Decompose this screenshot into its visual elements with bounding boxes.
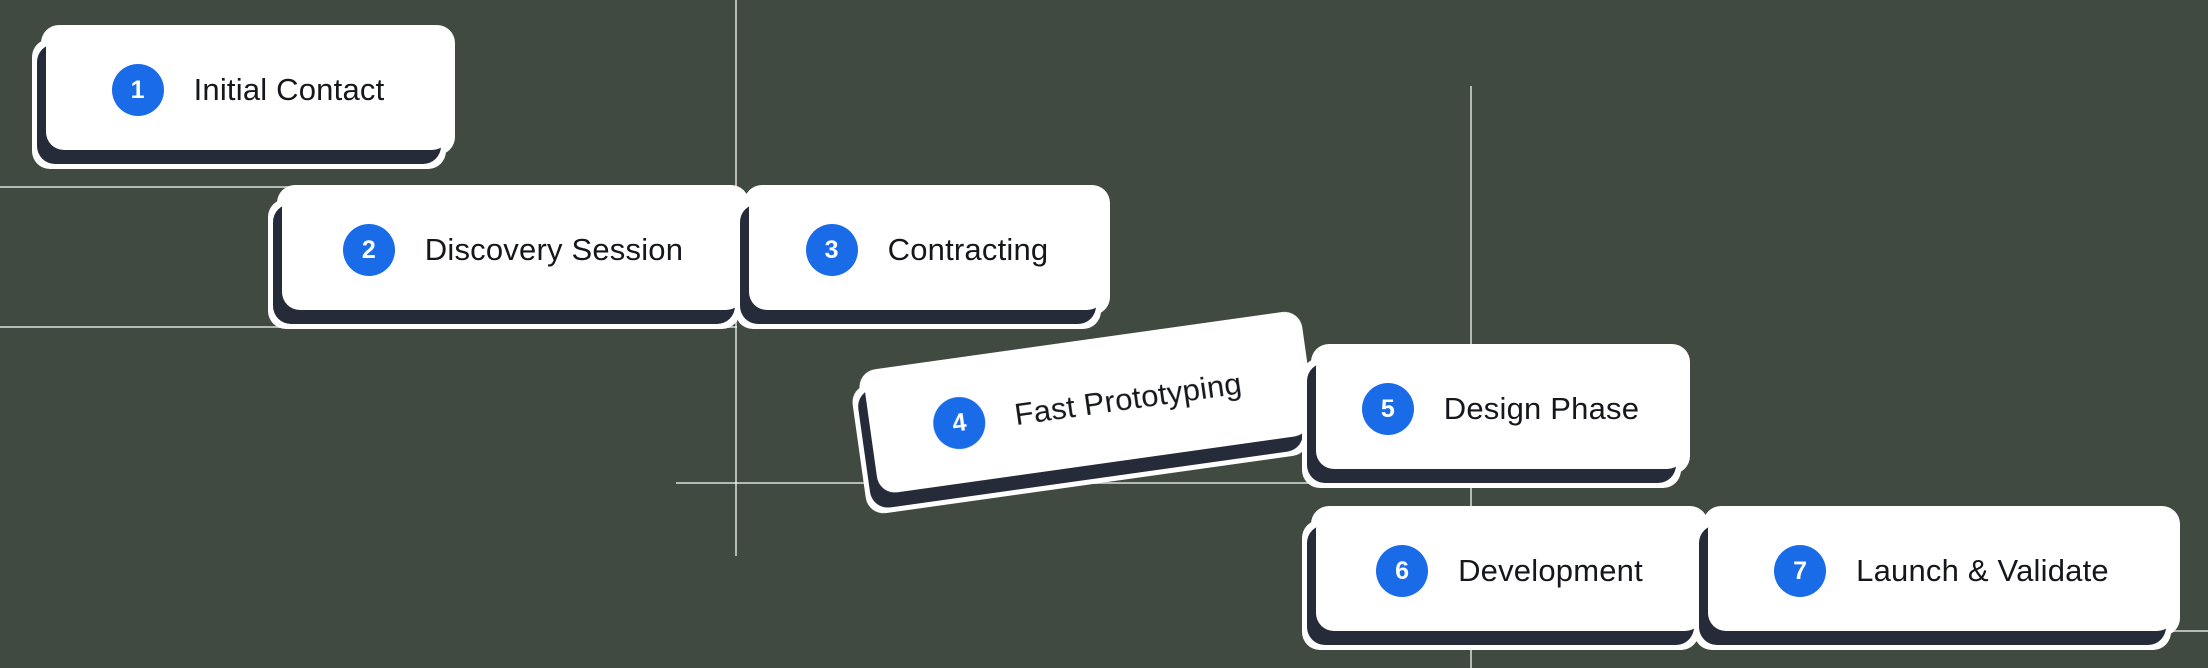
step-number-badge: 3 [805, 224, 858, 276]
step-number-badge: 6 [1376, 545, 1429, 597]
step-label: Design Phase [1443, 391, 1640, 426]
step-card-body: 1 Initial Contact [46, 30, 450, 150]
step-card-7-launch-validate: 7 Launch & Validate [1708, 511, 2175, 631]
step-number-badge: 7 [1774, 545, 1827, 597]
step-number-badge: 5 [1361, 383, 1414, 435]
step-label: Contracting [887, 232, 1049, 267]
step-card-body: 4 Fast Prototyping [862, 315, 1313, 495]
step-number-badge: 1 [111, 64, 164, 116]
grid-line-horizontal-1 [0, 186, 737, 188]
step-label: Discovery Session [424, 232, 684, 267]
step-card-body: 5 Design Phase [1316, 349, 1685, 469]
step-card-5-design-phase: 5 Design Phase [1316, 349, 1685, 469]
step-card-body: 7 Launch & Validate [1708, 511, 2175, 631]
step-card-body: 3 Contracting [749, 190, 1105, 310]
grid-line-horizontal-3 [676, 482, 1472, 484]
step-number-badge: 2 [342, 224, 395, 276]
step-card-3-contracting: 3 Contracting [749, 190, 1105, 310]
step-label: Launch & Validate [1856, 553, 2109, 588]
step-label: Development [1458, 553, 1643, 588]
step-card-1-initial-contact: 1 Initial Contact [46, 30, 450, 150]
step-card-body: 6 Development [1316, 511, 1703, 631]
step-card-2-discovery-session: 2 Discovery Session [282, 190, 744, 310]
step-card-body: 2 Discovery Session [282, 190, 744, 310]
grid-line-horizontal-2 [0, 326, 737, 328]
step-label: Fast Prototyping [1012, 365, 1244, 433]
step-card-4-fast-prototyping: 4 Fast Prototyping [862, 315, 1313, 495]
step-label: Initial Contact [193, 72, 385, 107]
step-number-badge: 4 [929, 393, 989, 453]
step-card-6-development: 6 Development [1316, 511, 1703, 631]
